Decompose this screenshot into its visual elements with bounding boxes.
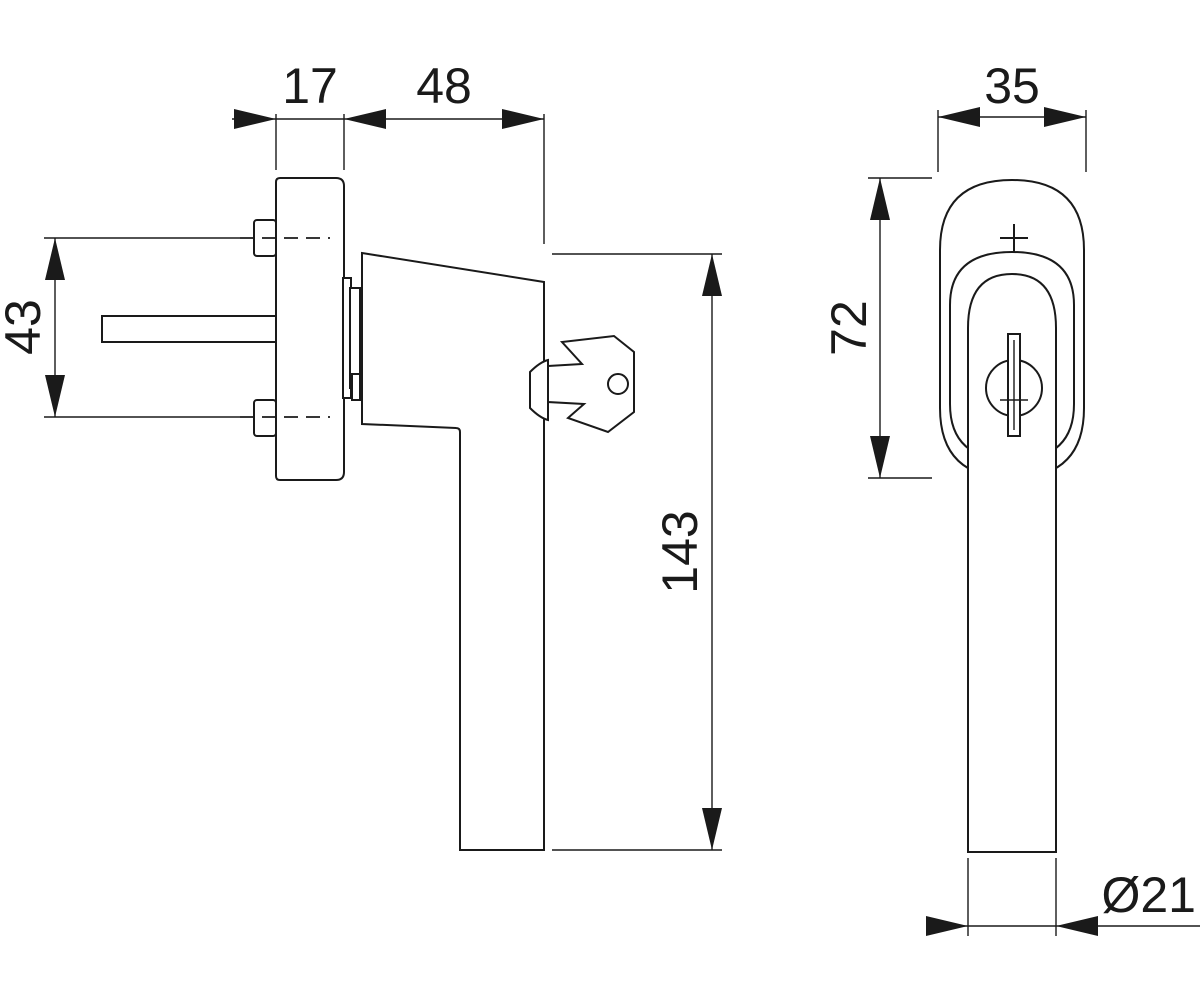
collar-nut [351, 373, 361, 401]
dimension-rose-height: 72 [821, 177, 932, 479]
dim-label-rose-depth: 17 [282, 58, 338, 114]
dimension-screw-spacing: 43 [0, 237, 240, 418]
front-view: 35 72 Ø21 [821, 58, 1200, 936]
dimension-grip-diameter: Ø21 [926, 858, 1200, 936]
dimension-rose-width: 35 [937, 58, 1087, 172]
side-view: 17 48 43 143 [0, 58, 722, 851]
dim-label-rose-width: 35 [984, 58, 1040, 114]
dim-label-screw-spacing: 43 [0, 299, 51, 355]
screw-head-bottom [253, 399, 277, 437]
dim-label-rose-height: 72 [821, 300, 877, 356]
dim-label-handle-length: 143 [652, 510, 708, 593]
dimension-handle-length: 143 [552, 253, 722, 851]
dimension-top-side: 17 48 [232, 58, 545, 244]
handle-body [361, 251, 545, 851]
plus-marking [1000, 224, 1028, 252]
dim-label-grip-diameter: Ø21 [1101, 867, 1196, 923]
lock-cylinder [985, 333, 1043, 437]
spindle [101, 315, 281, 343]
dim-label-handle-reach: 48 [416, 58, 472, 114]
key [529, 334, 635, 434]
grip-shaft [967, 272, 1057, 853]
rose-plate [275, 177, 345, 481]
